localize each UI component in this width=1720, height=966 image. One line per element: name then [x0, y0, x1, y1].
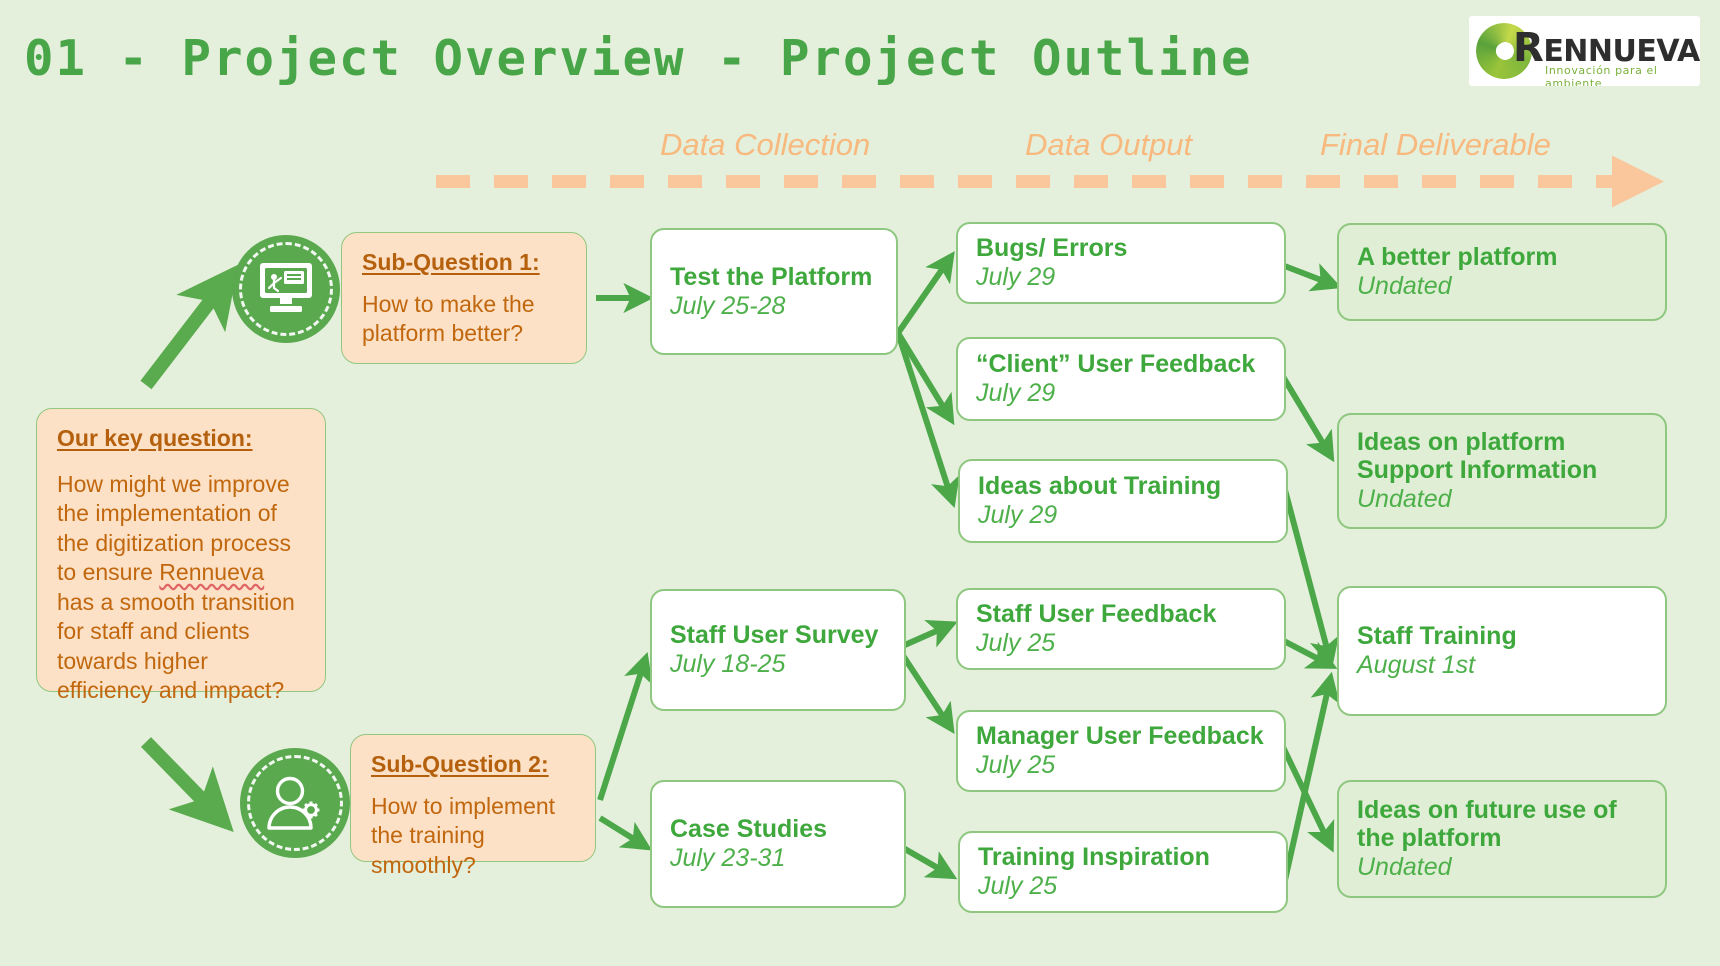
card-ideas-on-future-use[interactable]: Ideas on future use of the platform Unda…	[1337, 780, 1667, 898]
card-training-inspiration[interactable]: Training Inspiration July 25	[958, 831, 1288, 913]
card-staff-training[interactable]: Staff Training August 1st	[1337, 586, 1667, 716]
card-title: Ideas on future use of the platform	[1357, 796, 1617, 853]
page-title: 01 - Project Overview - Project Outline	[24, 30, 1253, 87]
key-question-heading: Our key question:	[57, 425, 253, 451]
card-title: Staff User Feedback	[976, 600, 1217, 629]
card-date: July 25	[976, 629, 1056, 658]
card-ideas-on-platform-support-information[interactable]: Ideas on platform Support Information Un…	[1337, 413, 1667, 529]
user-gear-icon	[267, 776, 320, 830]
card-a-better-platform[interactable]: A better platform Undated	[1337, 223, 1667, 321]
key-question-body-part2: has a smooth transition for staff and cl…	[57, 588, 295, 704]
card-date: July 29	[976, 263, 1056, 292]
rennueva-logo: RENNUEVA Innovación para el ambiente	[1469, 16, 1700, 86]
card-date: July 25	[978, 872, 1058, 901]
card-staff-user-survey[interactable]: Staff User Survey July 18-25	[650, 589, 906, 711]
card-bugs-errors[interactable]: Bugs/ Errors July 29	[956, 222, 1286, 304]
card-date: Undated	[1357, 272, 1452, 301]
phase-label-data-output: Data Output	[1025, 127, 1193, 162]
card-title: Ideas on platform Support Information	[1357, 428, 1598, 485]
card-title: A better platform	[1357, 243, 1558, 272]
timeline-dashed-line	[436, 175, 1611, 188]
badge-dashed-ring	[247, 755, 343, 851]
logo-wordmark: RENNUEVA	[1513, 28, 1700, 68]
key-question-box: Our key question: How might we improve t…	[36, 408, 326, 703]
card-title: Bugs/ Errors	[976, 234, 1128, 263]
card-ideas-about-training[interactable]: Ideas about Training July 29	[958, 459, 1288, 543]
card-date: July 18-25	[670, 650, 786, 679]
card-test-the-platform[interactable]: Test the Platform July 25-28	[650, 228, 898, 355]
card-date: August 1st	[1357, 651, 1476, 680]
key-question-body-part1: How might we improve the implementation …	[57, 471, 291, 586]
sub-question-2-badge	[240, 748, 350, 858]
sub-question-1-badge	[232, 235, 340, 343]
card-date: July 25	[976, 751, 1056, 780]
key-question-body: How might we improve the implementation …	[57, 470, 305, 706]
logo-tagline: Innovación para el ambiente	[1545, 64, 1658, 86]
sub-question-2-body: How to implement the training smoothly?	[371, 793, 556, 878]
card-manager-user-feedback[interactable]: Manager User Feedback July 25	[956, 710, 1286, 792]
card-date: July 29	[978, 501, 1058, 530]
sub-question-2-box: Sub-Question 2: How to implement the tra…	[350, 734, 596, 878]
card-title: Manager User Feedback	[976, 722, 1264, 751]
card-title: Staff User Survey	[670, 621, 879, 650]
logo-brand-initial: R	[1513, 25, 1544, 71]
card-title: Ideas about Training	[978, 472, 1222, 501]
card-staff-user-feedback[interactable]: Staff User Feedback July 25	[956, 588, 1286, 670]
phase-label-data-collection: Data Collection	[660, 127, 871, 162]
key-question-brand-word: Rennueva	[159, 559, 265, 586]
presentation-screen-icon	[260, 263, 312, 312]
card-case-studies[interactable]: Case Studies July 23-31	[650, 780, 906, 908]
badge-dashed-ring	[239, 242, 333, 336]
card-title: Case Studies	[670, 815, 828, 844]
card-title: Training Inspiration	[978, 843, 1210, 872]
sub-question-1-body: How to make the platform better?	[362, 291, 535, 347]
card-title: “Client” User Feedback	[976, 350, 1256, 379]
card-date: July 29	[976, 379, 1056, 408]
card-client-user-feedback[interactable]: “Client” User Feedback July 29	[956, 337, 1286, 421]
card-date: Undated	[1357, 853, 1452, 882]
card-date: July 25-28	[670, 291, 786, 320]
logo-brand-rest: ENNUEVA	[1543, 34, 1700, 69]
phase-label-final-deliverable: Final Deliverable	[1320, 127, 1551, 162]
card-title: Test the Platform	[670, 262, 873, 291]
card-date: Undated	[1357, 485, 1452, 514]
sub-question-2-heading: Sub-Question 2:	[371, 751, 549, 777]
card-date: July 23-31	[670, 844, 786, 873]
sub-question-1-heading: Sub-Question 1:	[362, 249, 540, 275]
card-title: Staff Training	[1357, 622, 1517, 651]
sub-question-1-box: Sub-Question 1: How to make the platform…	[341, 232, 587, 364]
logo-swirl-icon	[1476, 23, 1532, 79]
